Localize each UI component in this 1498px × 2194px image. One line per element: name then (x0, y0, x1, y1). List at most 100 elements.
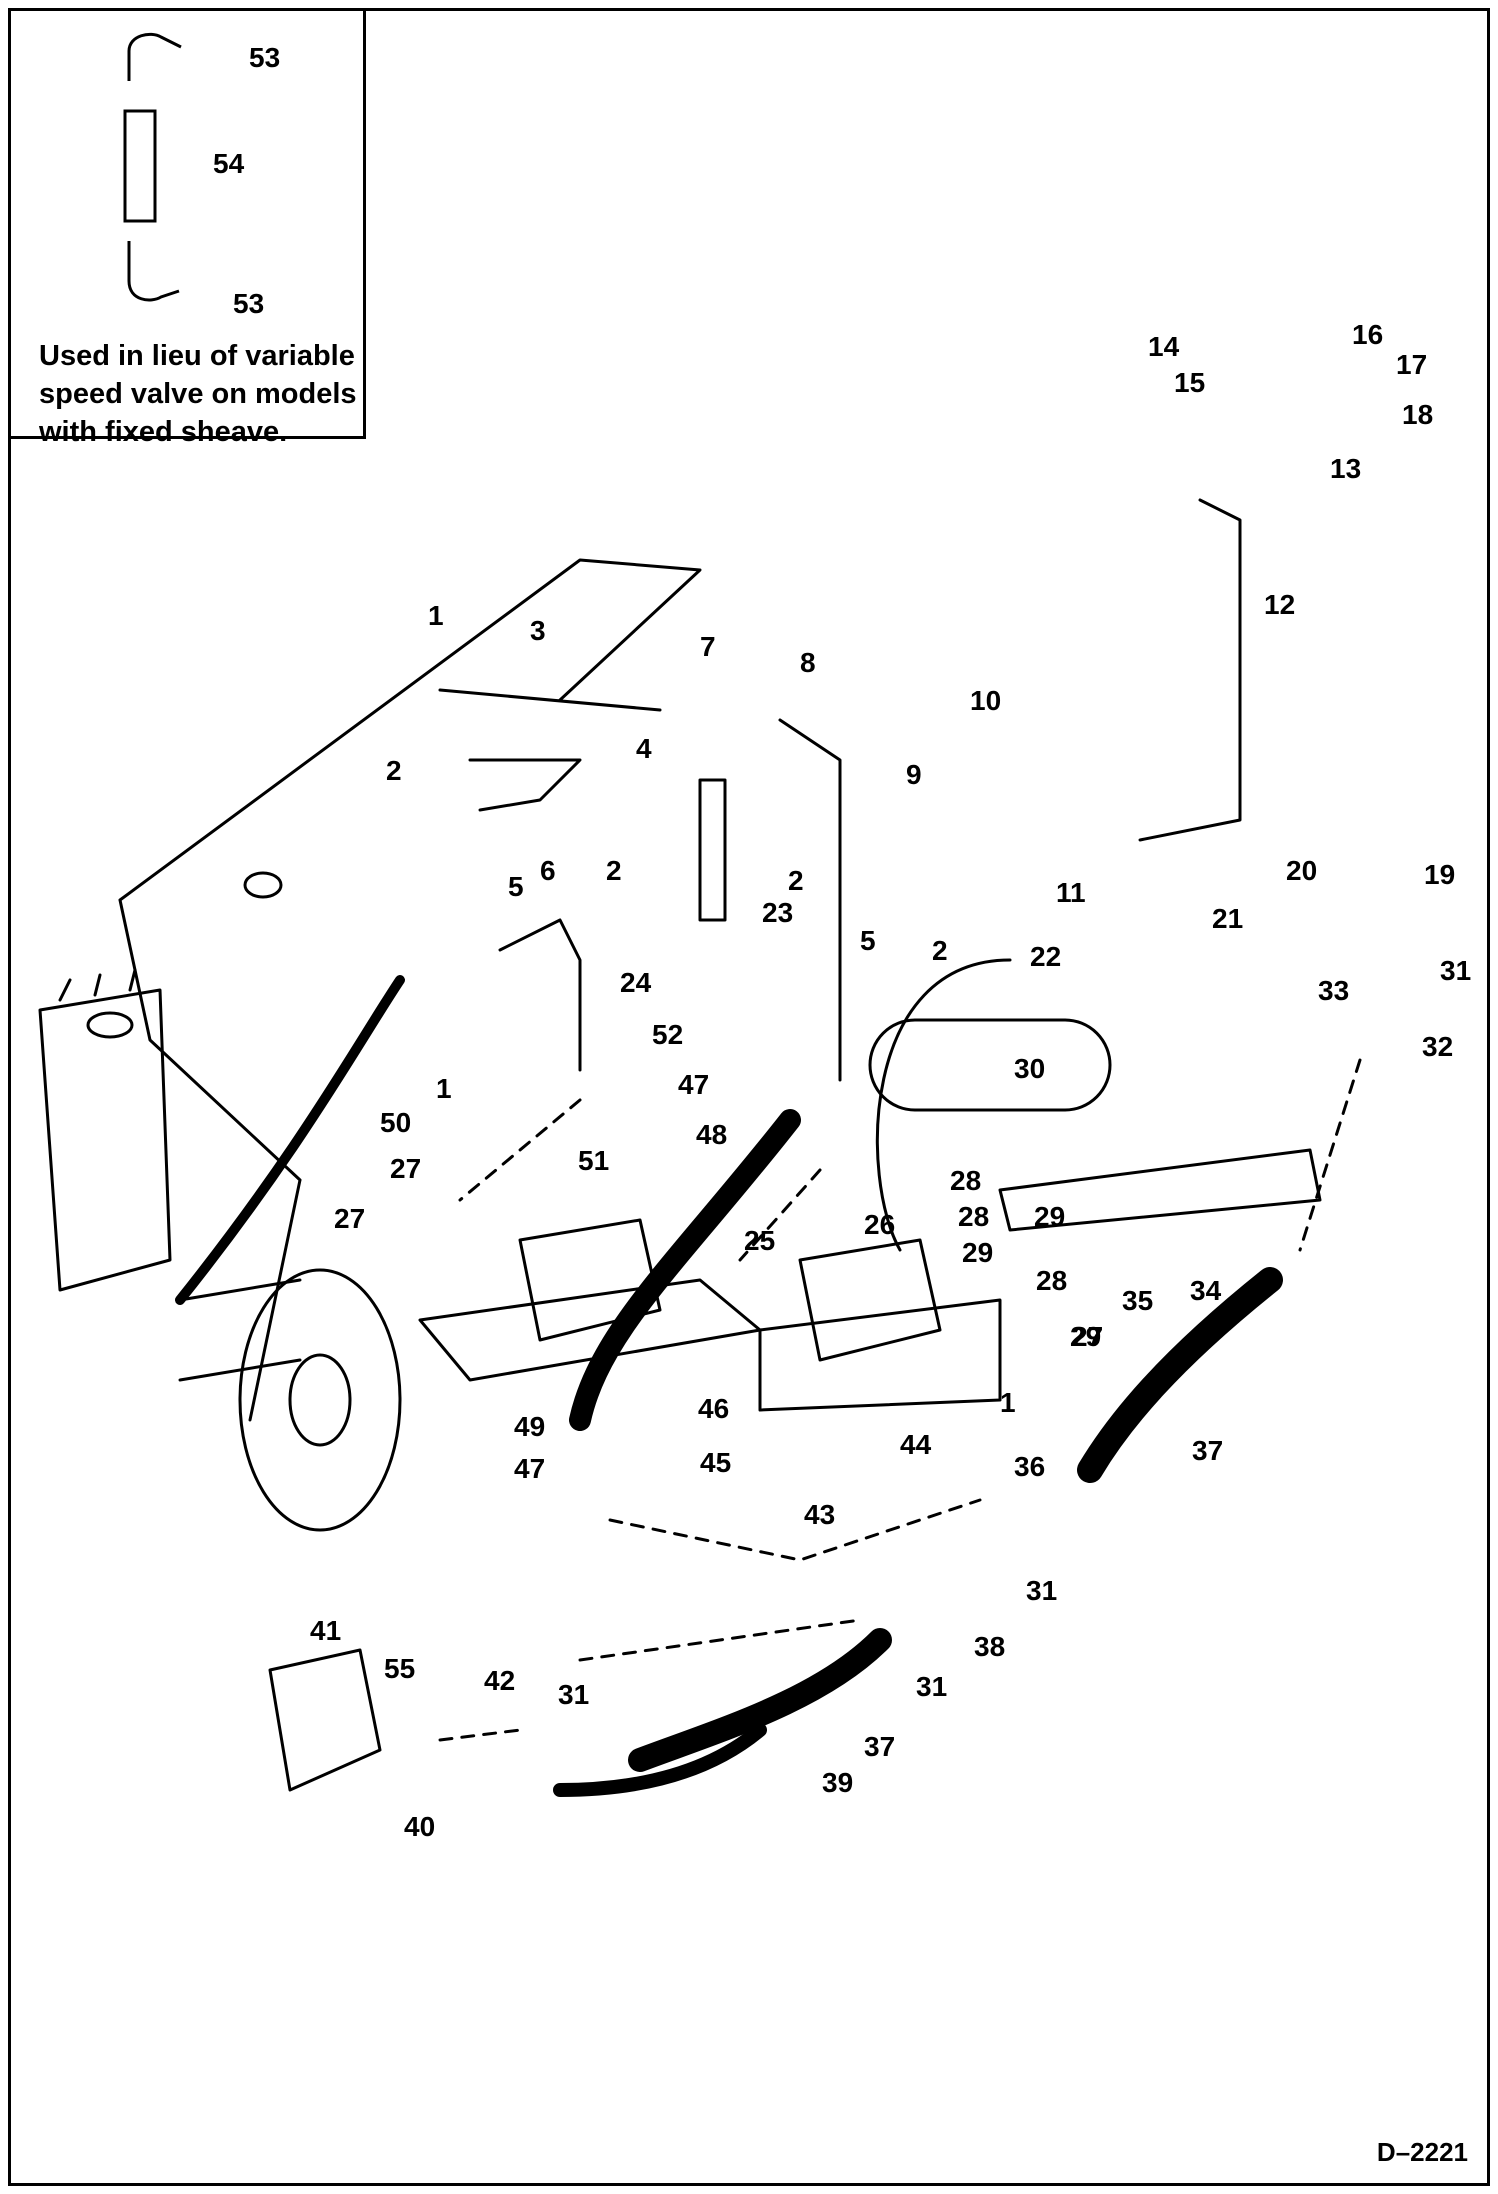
callout-label: 19 (1424, 859, 1455, 890)
callout-label: 2 (606, 855, 622, 886)
callout-label: 11 (1056, 877, 1086, 908)
callout-label: 55 (384, 1653, 415, 1684)
inset-label-54: 54 (213, 148, 245, 179)
hydraulic-filter (868, 1018, 1112, 1112)
drive-sheave (238, 1268, 402, 1532)
callout-label: 49 (514, 1411, 545, 1442)
callout-label: 41 (310, 1615, 341, 1646)
callout-label: 31 (558, 1679, 589, 1710)
callout-label: 23 (762, 897, 793, 928)
frame-rail (118, 558, 702, 1422)
callout-label: 1 (428, 600, 444, 631)
inset-label-53-bottom: 53 (233, 288, 264, 319)
callout-label: 29 (1070, 1321, 1101, 1352)
callout-label: 29 (1034, 1201, 1065, 1232)
callout-label: 32 (1422, 1031, 1453, 1062)
callout-label: 51 (578, 1145, 609, 1176)
diagram-border (8, 8, 1490, 2186)
callout-label: 2 (386, 755, 402, 786)
inset-note: Used in lieu of variable speed valve on … (39, 337, 359, 451)
part-callouts: 1 3 7 8 10 2 4 6 2 2 5 9 5 2 23 11 22 20… (310, 319, 1471, 1842)
elbow-53-bottom (127, 241, 180, 302)
valve-mount-plate-right (758, 1298, 1002, 1412)
tube-3 (438, 688, 662, 712)
hose-26 (876, 958, 1012, 1252)
callout-label: 47 (678, 1069, 709, 1100)
callout-label: 38 (974, 1631, 1005, 1662)
callout-label: 28 (958, 1201, 989, 1232)
callout-label: 18 (1402, 399, 1433, 430)
inset-note-line: with fixed sheave. (39, 416, 288, 448)
drawing-number: D–2221 (1376, 2137, 1468, 2167)
callout-label: 47 (514, 1453, 545, 1484)
callout-label: 46 (698, 1393, 729, 1424)
callout-label: 26 (864, 1209, 895, 1240)
callout-label: 31 (916, 1671, 947, 1702)
callout-label: 21 (1212, 903, 1243, 934)
elbow-53-top (127, 32, 182, 81)
callout-label: 45 (700, 1447, 731, 1478)
callout-label: 15 (1174, 367, 1205, 398)
sheave-shaft (178, 1278, 302, 1382)
callout-label: 13 (1330, 453, 1361, 484)
callout-label: 6 (540, 855, 556, 886)
callout-label: 24 (620, 967, 652, 998)
inset-fixed-sheave: 53 54 53 Used in lieu of variable speed … (11, 11, 366, 448)
inset-note-line: speed valve on models (39, 378, 357, 410)
callout-label: 48 (696, 1119, 727, 1150)
tank-filler-cap (86, 1011, 134, 1039)
hose-50 (175, 975, 405, 1305)
drive-sheave-hub (288, 1353, 352, 1447)
callout-label: 37 (864, 1731, 895, 1762)
callout-label: 35 (1122, 1285, 1153, 1316)
tube-54 (123, 109, 157, 223)
hydraulic-tank (38, 968, 172, 1292)
callout-label: 29 (962, 1237, 993, 1268)
callout-label: 16 (1352, 319, 1383, 350)
inset-label-53-top: 53 (249, 42, 280, 73)
callout-label: 37 (1192, 1435, 1223, 1466)
callout-label: 36 (1014, 1451, 1045, 1482)
callout-label: 28 (950, 1165, 981, 1196)
callout-label: 2 (932, 935, 948, 966)
callout-label: 44 (900, 1429, 932, 1460)
callout-label: 8 (800, 647, 816, 678)
inset-fittings-drawing: 53 54 53 (123, 32, 280, 319)
tube-23 (698, 778, 727, 922)
hydraulic-pump (268, 1648, 382, 1792)
callout-label: 5 (860, 925, 876, 956)
callout-label: 31 (1440, 955, 1471, 986)
control-valve-right (798, 1238, 942, 1362)
callout-label: 2 (788, 865, 804, 896)
hose-37-upper (1077, 1267, 1283, 1483)
callout-label: 25 (744, 1225, 775, 1256)
hose-37-lower (628, 1628, 892, 1772)
callout-label: 28 (1036, 1265, 1067, 1296)
callout-label: 1 (436, 1073, 452, 1104)
callout-label: 27 (334, 1203, 365, 1234)
callout-label: 3 (530, 615, 546, 646)
callout-label: 1 (1000, 1387, 1016, 1418)
callout-label: 30 (1014, 1053, 1045, 1084)
control-valve-left (518, 1218, 662, 1342)
assembly-line (438, 1058, 1362, 1742)
callout-label: 12 (1264, 589, 1295, 620)
callout-label: 33 (1318, 975, 1349, 1006)
callout-label: 14 (1148, 331, 1180, 362)
callout-label: 31 (1026, 1575, 1057, 1606)
inset-note-line: Used in lieu of variable (39, 340, 355, 372)
callout-label: 39 (822, 1767, 853, 1798)
tube-12 (1138, 498, 1242, 842)
callout-label: 7 (700, 631, 716, 662)
tube-4 (468, 758, 582, 812)
breather-cap (243, 871, 283, 899)
filter-bracket (998, 1148, 1322, 1232)
callout-label: 50 (380, 1107, 411, 1138)
callout-label: 5 (508, 871, 524, 902)
callout-label: 4 (636, 733, 652, 764)
callout-label: 10 (970, 685, 1001, 716)
hose-39 (553, 1723, 767, 1797)
callout-label: 9 (906, 759, 922, 790)
